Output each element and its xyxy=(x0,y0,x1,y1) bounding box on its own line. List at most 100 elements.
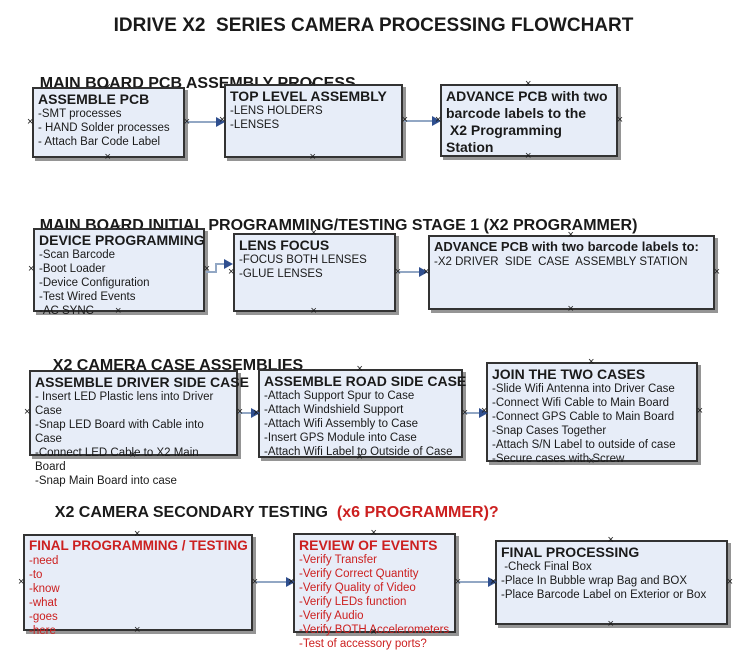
box-line: -Connect LED Cable to X2 Main Board xyxy=(35,447,202,473)
flow-arrow-review-to-finalproc[interactable] xyxy=(457,575,497,589)
flow-box-final-programming-testing[interactable]: FINAL PROGRAMMING / TESTING -need-to-kno… xyxy=(18,529,258,638)
box-line: -Slide Wifi Antenna into Driver Case xyxy=(492,383,675,395)
box-line: -Verify BOTH Accelerometers xyxy=(299,624,450,636)
connection-point-icon: × xyxy=(588,455,595,467)
box-line: -Connect GPS Cable to Main Board xyxy=(492,411,675,423)
connection-point-icon: × xyxy=(219,114,226,126)
connection-point-icon: × xyxy=(616,113,623,126)
box-title: FINAL PROCESSING xyxy=(501,544,640,560)
arrow-head-icon xyxy=(432,116,441,126)
box-title: ASSEMBLE DRIVER SIDE CASE xyxy=(35,374,249,390)
box-line: -know xyxy=(29,583,60,595)
connection-point-icon: × xyxy=(394,265,401,278)
connection-point-icon: × xyxy=(370,527,377,539)
connection-point-icon: × xyxy=(481,405,488,417)
connection-point-icon: × xyxy=(310,305,317,317)
box-line: -Verify Correct Quantity xyxy=(299,568,419,580)
flow-box-assemble-pcb[interactable]: ASSEMBLE PCB -SMT processes- HAND Solder… xyxy=(27,82,190,163)
flow-box-advance-pcb-to-driver-side-station[interactable]: ADVANCE PCB with two barcode labels to: … xyxy=(423,230,720,315)
box-title: ASSEMBLE ROAD SIDE CASE xyxy=(264,373,467,389)
connection-point-icon: × xyxy=(696,405,703,417)
arrow-head-icon xyxy=(216,117,225,127)
arrow-line xyxy=(206,263,224,273)
flow-box-lens-focus[interactable]: LENS FOCUS -FOCUS BOTH LENSES-GLUE LENSE… xyxy=(228,228,401,317)
connection-point-icon: × xyxy=(309,78,316,90)
box-line: -Boot Loader xyxy=(39,263,106,275)
connection-point-icon: × xyxy=(567,229,574,241)
arrow-head-icon xyxy=(251,408,260,418)
arrow-head-icon xyxy=(224,259,233,269)
box-line: -Snap Cases Together xyxy=(492,425,607,437)
box-line: -Place Barcode Label on Exterior or Box xyxy=(501,589,707,601)
flow-arrow-assemble-to-toplevel[interactable] xyxy=(186,115,225,129)
flow-box-join-the-two-cases[interactable]: JOIN THE TWO CASES -Slide Wifi Antenna i… xyxy=(481,357,703,467)
connection-point-icon: × xyxy=(607,534,614,546)
box-line: -what xyxy=(29,597,58,609)
box-line: -X2 DRIVER SIDE CASE ASSEMBLY STATION xyxy=(434,256,688,268)
connection-point-icon: × xyxy=(28,263,35,275)
box-line: -to xyxy=(29,569,43,581)
box-line: -Snap Main Board into case xyxy=(35,475,177,487)
flow-arrow-finalprog-to-review[interactable] xyxy=(255,575,295,589)
heading-text: X2 CAMERA SECONDARY TESTING xyxy=(54,504,337,521)
box-title: REVIEW OF EVENTS xyxy=(299,537,438,553)
connection-point-icon: × xyxy=(370,626,377,638)
box-lines: -Verify Transfer -Verify Correct Quantity… xyxy=(299,553,450,651)
box-line: -Check Final Box xyxy=(501,561,592,573)
flow-arrow-driver-to-road[interactable] xyxy=(239,406,260,420)
box-lines: - Insert LED Plastic lens into Driver Ca… xyxy=(35,390,232,488)
connection-point-icon: × xyxy=(525,78,532,90)
connection-point-icon: × xyxy=(356,451,363,463)
section-heading-secondary-testing: X2 CAMERA SECONDARY TESTING (x6 PROGRAMM… xyxy=(37,486,499,540)
arrow-head-icon xyxy=(286,577,295,587)
box-title: TOP LEVEL ASSEMBLY xyxy=(230,88,387,104)
connection-point-icon: × xyxy=(18,575,25,588)
connection-point-icon: × xyxy=(435,113,442,126)
box-line: -Device Configuration xyxy=(39,277,150,289)
arrow-head-icon xyxy=(488,577,497,587)
flow-box-review-of-events[interactable]: REVIEW OF EVENTS -Verify Transfer-Verify… xyxy=(288,528,461,651)
flow-arrow-lensfocus-to-advance[interactable] xyxy=(397,265,428,279)
box-line: -Attach Wifi Label to Outside of Case xyxy=(264,446,453,458)
connection-point-icon: × xyxy=(251,575,258,588)
connection-point-icon: × xyxy=(423,265,430,278)
box-line: -Connect Wifi Cable to Main Board xyxy=(492,397,670,409)
box-line: -Test Wired Events xyxy=(39,291,136,303)
box-line: -Attach Wifi Assembly to Case xyxy=(264,418,419,430)
box-line: -GLUE LENSES xyxy=(239,268,323,280)
box-line: -SMT processes xyxy=(38,108,122,120)
arrow-head-icon xyxy=(479,408,488,418)
flow-box-final-processing[interactable]: FINAL PROCESSING -Check Final Box-Place … xyxy=(490,535,733,630)
box-line: -Test of accessory ports? xyxy=(299,638,427,650)
flow-box-device-programming[interactable]: DEVICE PROGRAMMING -Scan Barcode-Boot Lo… xyxy=(28,223,210,318)
flow-arrow-toplevel-to-advance[interactable] xyxy=(404,114,441,128)
box-line: - Insert LED Plastic lens into Driver Ca… xyxy=(35,391,217,417)
flow-box-top-level-assembly[interactable]: TOP LEVEL ASSEMBLY -LENS HOLDERS-LENSES … xyxy=(219,79,408,163)
connection-point-icon: × xyxy=(726,575,733,588)
box-title: JOIN THE TWO CASES xyxy=(492,366,646,382)
box-line: -Verify Transfer xyxy=(299,554,377,566)
connection-point-icon: × xyxy=(203,263,210,275)
flow-arrow-device-to-lensfocus[interactable] xyxy=(206,257,233,277)
connection-point-icon: × xyxy=(461,406,468,419)
connection-point-icon: × xyxy=(24,406,31,418)
connection-point-icon: × xyxy=(134,528,141,540)
connection-point-icon: × xyxy=(356,363,363,375)
connection-point-icon: × xyxy=(713,265,720,278)
box-title: FINAL PROGRAMMING / TESTING xyxy=(29,538,248,553)
box-line: -here xyxy=(29,625,56,637)
flow-arrow-road-to-join[interactable] xyxy=(464,406,488,420)
box-line: barcode labels to the xyxy=(446,105,587,121)
box-line: -Attach S/N Label to outside of case xyxy=(492,439,676,451)
connection-point-icon: × xyxy=(115,305,122,317)
box-lines: -Slide Wifi Antenna into Driver Case -Con… xyxy=(492,382,692,466)
box-lines: -Check Final Box-Place In Bubble wrap Ba… xyxy=(501,560,722,602)
flow-box-assemble-road-side-case[interactable]: ASSEMBLE ROAD SIDE CASE -Attach Support … xyxy=(253,364,468,463)
box-line: -Verify Quality of Video xyxy=(299,582,416,594)
connection-point-icon: × xyxy=(134,624,141,636)
connection-point-icon: × xyxy=(253,406,260,419)
flow-box-assemble-driver-side-case[interactable]: ASSEMBLE DRIVER SIDE CASE - Insert LED P… xyxy=(24,365,249,488)
